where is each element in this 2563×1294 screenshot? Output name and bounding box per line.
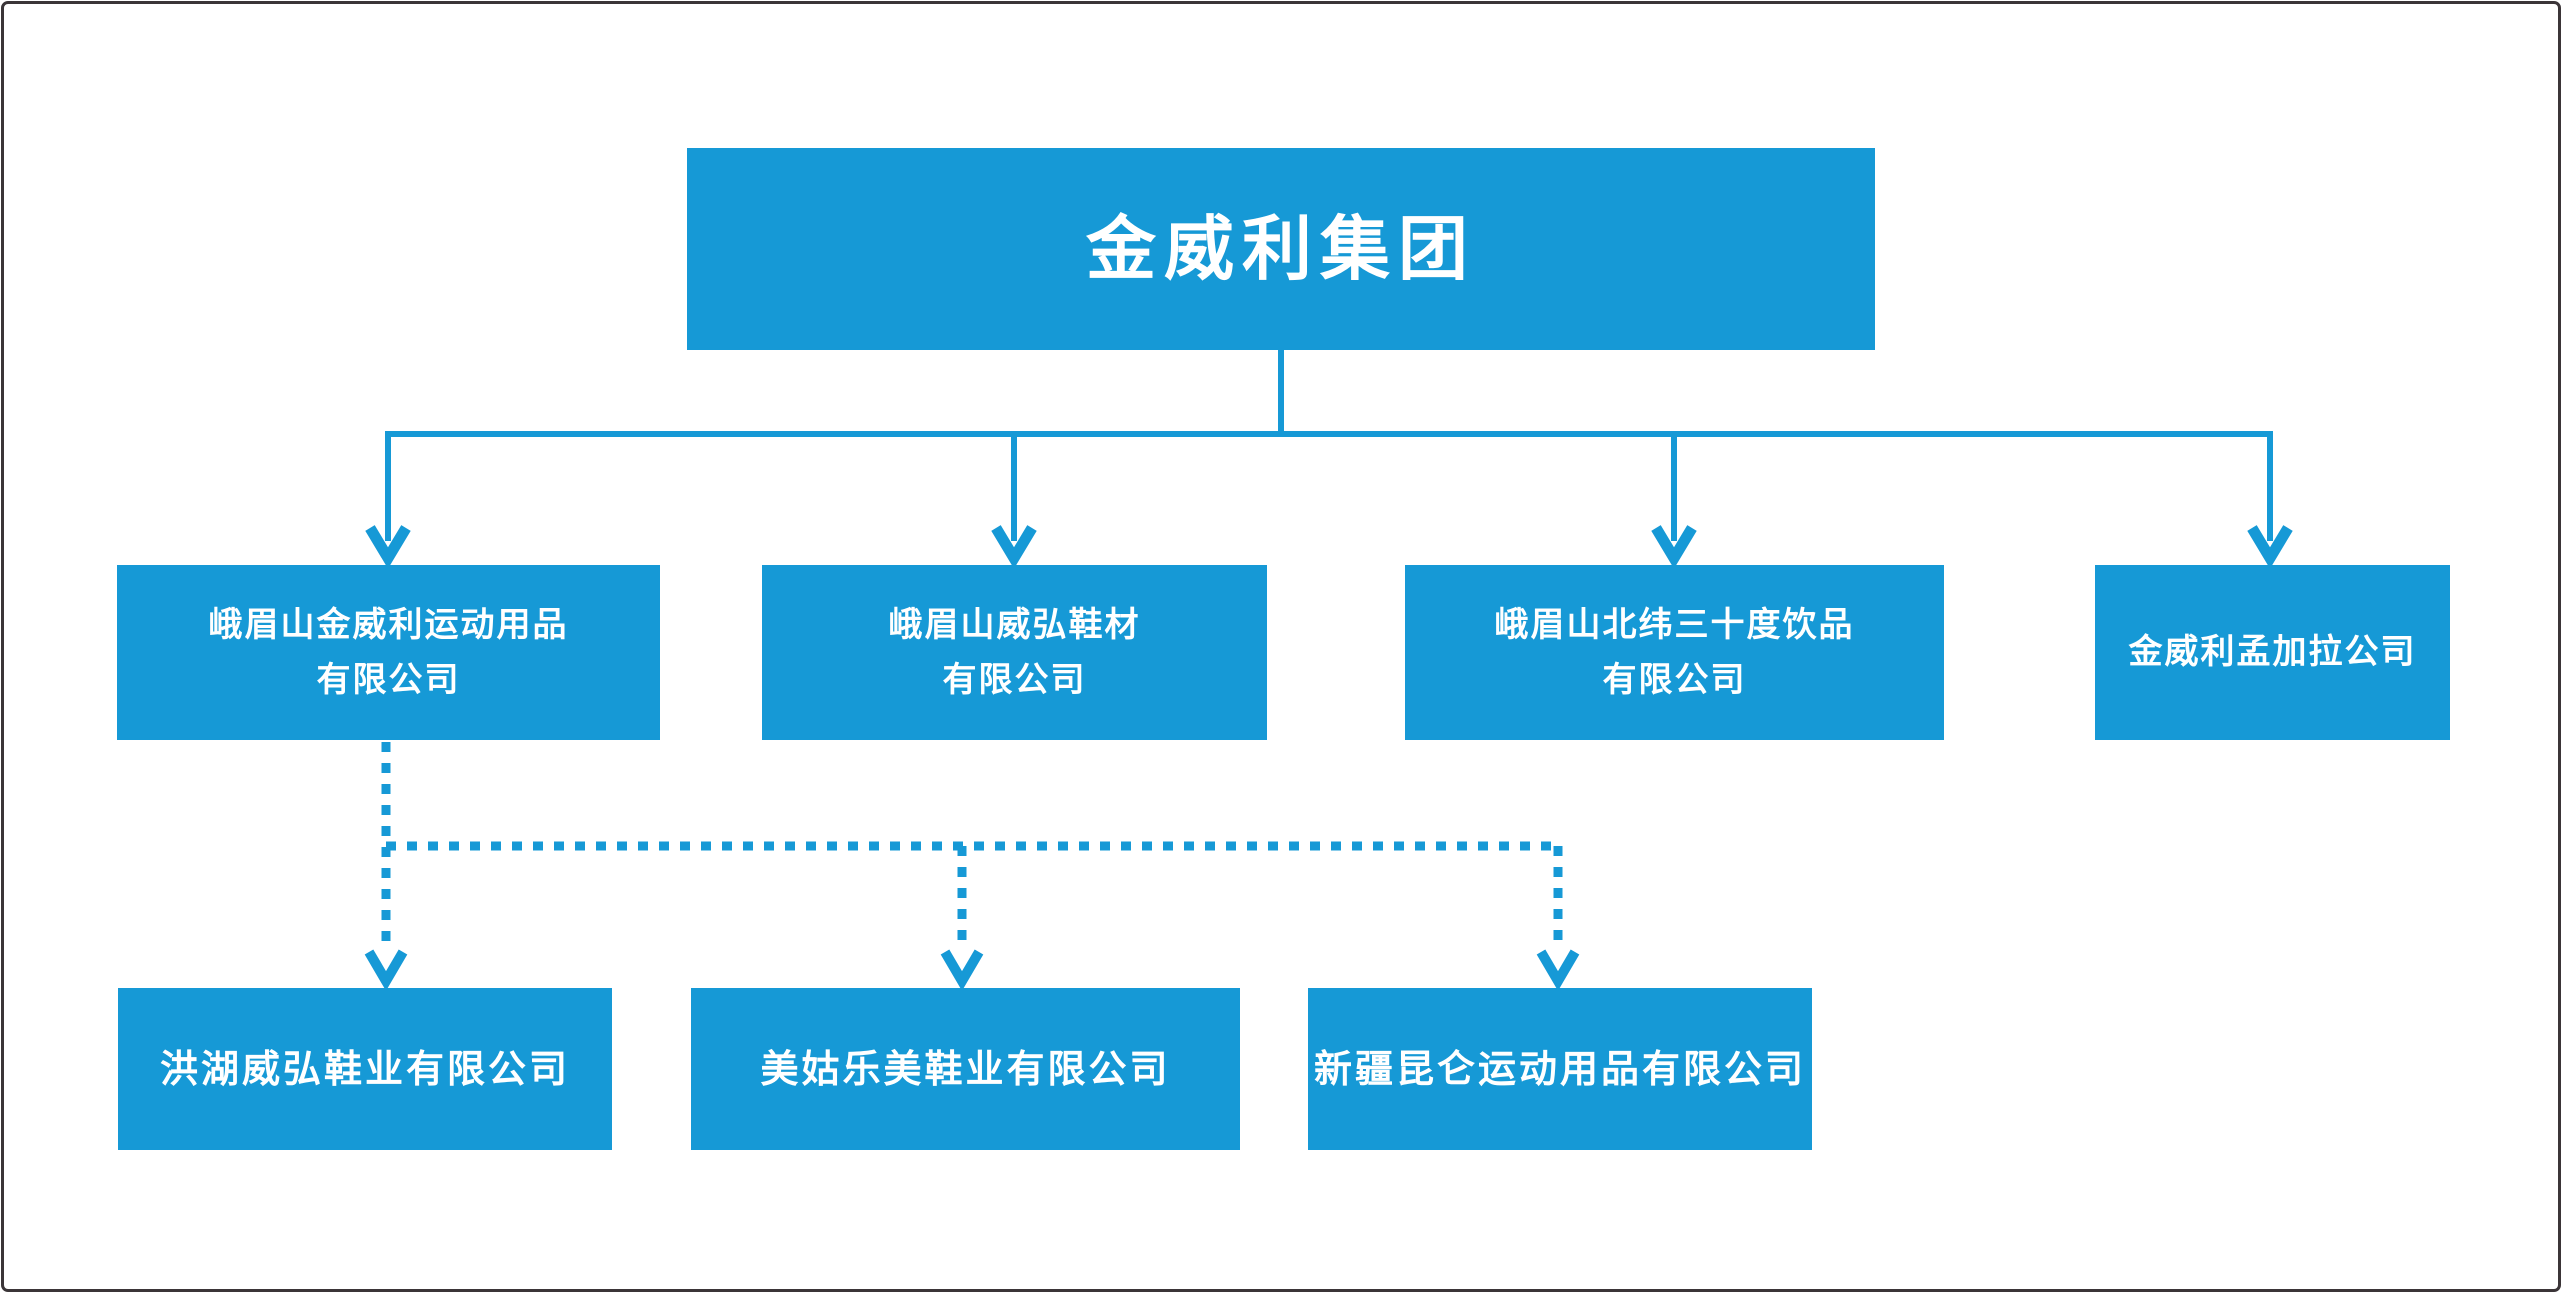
solid-connector-root-to-subsidiaries: [365, 350, 2293, 569]
org-box-label: 金威利孟加拉公司: [2128, 632, 2417, 673]
arrow-down-icon: [1651, 525, 1697, 569]
org-box-label: 金威利集团: [1086, 207, 1476, 290]
org-box-label: 峨眉山威弘鞋材 有限公司: [888, 605, 1141, 700]
org-box-label: 峨眉山北纬三十度饮品 有限公司: [1494, 605, 1855, 700]
org-box-xinjiang-kunlun-sports-goods: 新疆昆仑运动用品有限公司: [1308, 988, 1812, 1150]
org-box-jinweili-bangladesh: 金威利孟加拉公司: [2095, 565, 2450, 740]
arrow-down-icon: [365, 525, 411, 569]
dashed-connector-subsidiary-to-level3: [364, 742, 1580, 991]
org-box-label: 新疆昆仑运动用品有限公司: [1313, 1046, 1806, 1091]
org-box-emeishan-jinweili-sports-goods: 峨眉山金威利运动用品 有限公司: [117, 565, 660, 740]
org-box-emeishan-weihong-shoe-materials: 峨眉山威弘鞋材 有限公司: [762, 565, 1267, 740]
org-box-label: 洪湖威弘鞋业有限公司: [159, 1046, 570, 1091]
arrow-down-icon: [991, 525, 1037, 569]
org-box-group-root: 金威利集团: [687, 148, 1875, 350]
arrow-down-icon: [2247, 525, 2293, 569]
org-box-label: 峨眉山金威利运动用品 有限公司: [208, 605, 569, 700]
arrow-down-icon: [940, 949, 984, 991]
org-box-honghu-weihong-footwear: 洪湖威弘鞋业有限公司: [118, 988, 612, 1150]
org-box-meigu-lemei-footwear: 美姑乐美鞋业有限公司: [691, 988, 1240, 1150]
org-box-emeishan-beiwei-30-beverage: 峨眉山北纬三十度饮品 有限公司: [1405, 565, 1944, 740]
org-box-label: 美姑乐美鞋业有限公司: [760, 1046, 1171, 1091]
arrow-down-icon: [364, 949, 408, 991]
arrow-down-icon: [1536, 949, 1580, 991]
